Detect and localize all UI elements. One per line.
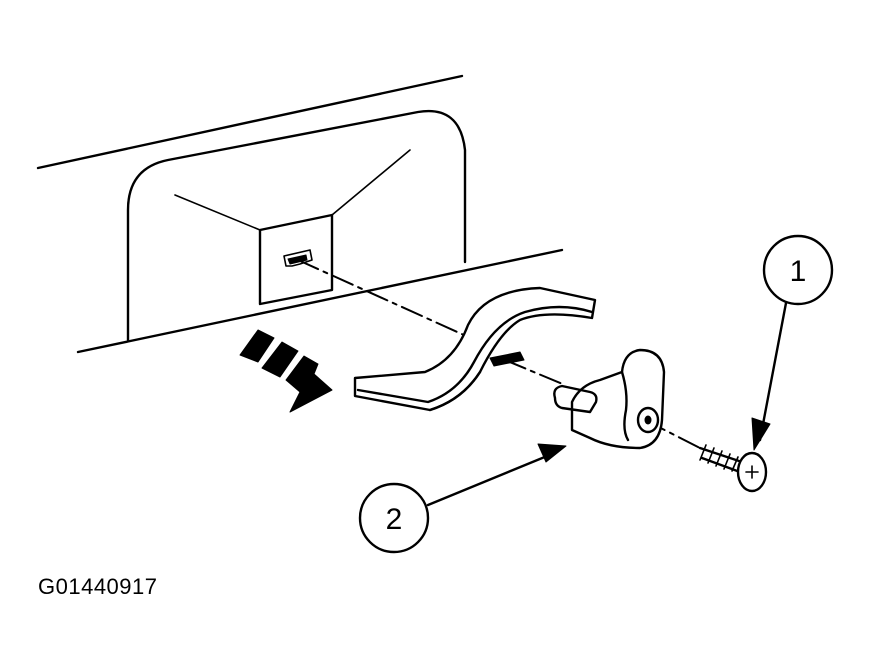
callout-2-number: 2 (386, 503, 403, 536)
callout-2: 2 (358, 443, 567, 554)
strap-slot (489, 351, 525, 367)
callout-1-number: 1 (790, 255, 807, 288)
panel-lower-edge (76, 248, 564, 354)
recess-edge-upper-left (174, 194, 261, 231)
figure-id-label: G01440917 (38, 574, 158, 599)
hook-bracket-icon (553, 348, 666, 450)
callout-1: 1 (751, 234, 834, 451)
trim-opening-outline (126, 109, 467, 342)
recess-back-panel (258, 213, 334, 306)
recess-slot (283, 249, 313, 267)
screw-icon (698, 444, 768, 493)
alignment-line-upper (297, 259, 476, 341)
panel-top-edge (36, 74, 464, 170)
strap-component (353, 286, 597, 412)
direction-arrow-icon (239, 329, 333, 413)
recess-edge-upper-right (331, 149, 411, 216)
alignment-line-lower (504, 359, 566, 386)
